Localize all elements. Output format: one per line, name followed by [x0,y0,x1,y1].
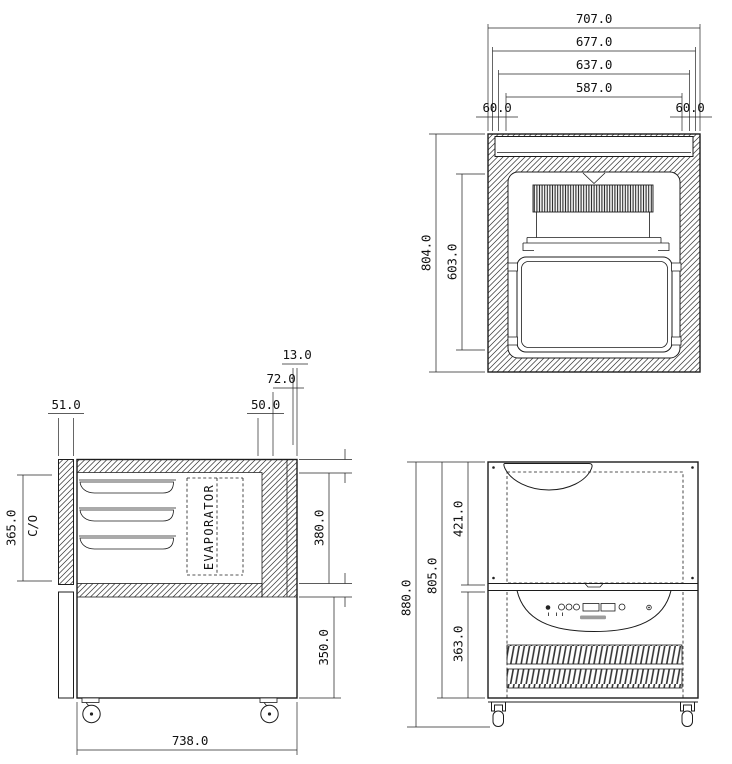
front-view-dimensions: 880.0 805.0 421.0 363.0 [399,461,490,728]
dim-label-805: 805.0 [425,558,440,594]
pan-support-brackets [507,262,682,346]
top-section-body [487,133,701,373]
top-section-dimensions: 707.0 677.0 637.0 587.0 60.0 [419,11,712,373]
evaporator-base [523,237,669,244]
caster-plate [259,697,278,703]
food-pan-inner [521,261,668,348]
brand-text [580,615,606,620]
caster-side-left [81,697,101,724]
dim-707: 707.0 [488,11,700,29]
dim-label-587: 587.0 [576,80,612,95]
control-button [558,603,565,611]
dim-label-804: 804.0 [419,235,434,271]
dim-350: 350.0 [316,597,335,698]
display-window [582,603,600,612]
evaporator-fins [532,184,654,213]
dim-label-350: 350.0 [316,629,331,665]
dim-label-421: 421.0 [451,501,466,537]
dim-60-right: 60.0 [670,100,712,118]
panel-screws [492,466,694,580]
caster-plate [81,697,100,703]
power-button [545,605,551,610]
dim-label-50: 50.0 [251,397,280,412]
divider-notch [584,583,604,588]
dim-label-60-left: 60.0 [483,100,512,115]
dim-label-72: 72.0 [267,371,296,386]
dim-380: 380.0 [312,473,330,584]
dim-label-738: 738.0 [172,733,208,748]
caster-wheel [492,710,504,727]
evaporator-feet [522,243,670,251]
extension-lines [76,702,298,755]
side-view-body: EVAPORATOR [58,458,298,724]
dim-587: 587.0 [506,80,682,98]
dim-365-cutout: 365.0 C/O [4,475,40,581]
evaporator-label: EVAPORATOR [202,484,216,570]
caster-front-right [680,702,695,727]
evaporator-legs [536,212,650,238]
dim-60-left: 60.0 [476,100,518,118]
front-view-body [487,461,699,727]
dim-label-51: 51.0 [52,397,81,412]
extension-lines [487,24,701,131]
dim-738: 738.0 [77,733,297,751]
extension-lines [299,459,352,699]
extension-lines [429,133,485,373]
tray [79,507,176,522]
control-button [573,603,580,611]
dim-label-603: 603.0 [445,244,460,280]
dim-label-677: 677.0 [576,34,612,49]
dim-50: 50.0 [247,397,284,414]
lower-front-panel [58,591,74,699]
dim-603: 603.0 [445,174,463,350]
dim-13: 13.0 [282,347,312,365]
side-view-dimensions: 13.0 72.0 50.0 51.0 365. [4,347,352,755]
dim-637: 637.0 [498,57,690,75]
dim-677: 677.0 [492,34,696,52]
dim-label-880: 880.0 [399,580,414,616]
control-button [618,603,626,611]
vent-grille-lower [506,668,683,689]
dim-label-365: 365.0 [4,510,19,546]
dim-51: 51.0 [48,397,84,414]
dim-363: 363.0 [451,592,469,698]
dim-label-363: 363.0 [451,626,466,662]
display-window [600,603,616,612]
dim-label-637: 637.0 [576,57,612,72]
side-section-view: 13.0 72.0 50.0 51.0 365. [4,347,352,755]
food-pan [516,256,673,353]
airflow-pointer [582,172,606,185]
control-button [565,603,573,611]
dim-label-60-right: 60.0 [676,100,705,115]
dim-805: 805.0 [425,462,443,698]
top-section-view: 707.0 677.0 637.0 587.0 60.0 [419,11,712,373]
door-handle [503,463,593,491]
dim-880: 880.0 [399,462,417,727]
dim-label-co: C/O [25,515,40,537]
extension-lines [407,461,490,728]
dim-label-380: 380.0 [312,510,327,546]
lid-recess [494,136,694,157]
evaporator-outline: EVAPORATOR [186,477,244,576]
vent-grille-upper [506,644,683,665]
dim-label-707: 707.0 [576,11,612,26]
insulation-floor [76,583,263,598]
dim-804: 804.0 [419,134,437,372]
control-panel-buttons [545,603,652,620]
dim-label-13: 13.0 [283,347,312,362]
extension-lines [58,368,298,456]
front-view: 880.0 805.0 421.0 363.0 [399,461,699,728]
tray [79,535,176,550]
dim-72: 72.0 [267,371,304,389]
caster-side-right [259,697,279,724]
dim-421: 421.0 [451,462,469,585]
door-panel-section [58,459,74,585]
tray [79,479,176,494]
caster-wheel [681,710,693,727]
caster-front-left [491,702,506,727]
